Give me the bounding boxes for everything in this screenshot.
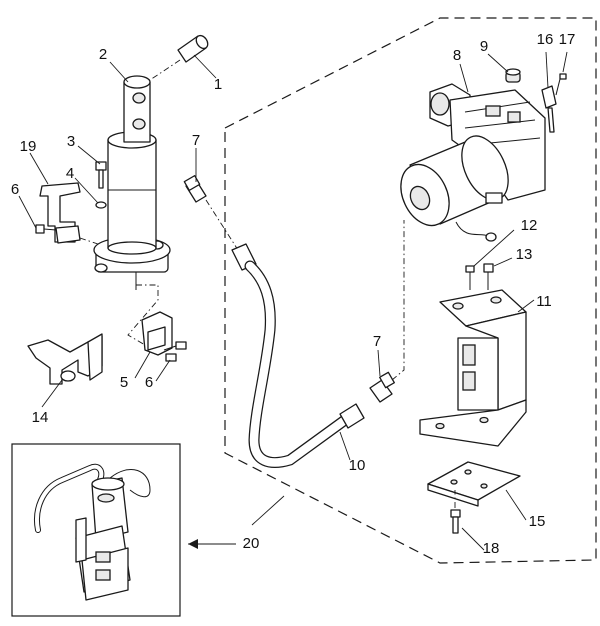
callout-11: 11 (536, 293, 552, 310)
screw-part-6-upper (35, 224, 57, 234)
callout-3: 3 (67, 133, 75, 150)
callout-13: 13 (516, 246, 533, 263)
callout-6a: 6 (11, 181, 19, 198)
mount-bracket-part-5 (141, 311, 187, 362)
assembled-unit-part-20 (34, 463, 151, 601)
leader-lines (18, 51, 568, 551)
callout-6b: 6 (145, 374, 153, 391)
fitting-part-7-lower (369, 371, 395, 403)
callout-19: 19 (20, 138, 37, 155)
callout-2: 2 (99, 46, 107, 63)
callout-7b: 7 (373, 333, 381, 350)
cylinder-part-2 (93, 75, 171, 290)
callout-5: 5 (120, 374, 128, 391)
callout-9: 9 (480, 38, 488, 55)
callout-4: 4 (66, 165, 74, 182)
callout-18: 18 (483, 540, 500, 557)
sensor-bracket-part-19 (39, 182, 81, 244)
callout-17: 17 (559, 31, 576, 48)
pin-part-1 (177, 34, 209, 63)
callout-15: 15 (529, 513, 546, 530)
screw-part-3 (95, 161, 107, 189)
callout-12: 12 (521, 217, 538, 234)
switch-bracket-part-14 (27, 333, 103, 385)
callout-16: 16 (537, 31, 554, 48)
base-plate-part-15 (427, 461, 521, 507)
assembly-boundary (224, 17, 597, 564)
switch-part-16 (541, 85, 557, 133)
callout-8: 8 (453, 47, 461, 64)
pump-motor-part-8 (400, 83, 546, 242)
washer-part-4 (95, 201, 107, 209)
cap-part-9 (505, 68, 521, 83)
callout-20: 20 (243, 535, 260, 552)
screw-part-17 (555, 73, 567, 96)
fitting-part-7-upper (183, 175, 207, 203)
callout-14: 14 (32, 409, 49, 426)
callout-7a: 7 (192, 132, 200, 149)
mounting-bracket-part-11 (419, 289, 527, 447)
callout-10: 10 (349, 457, 366, 474)
callout-labels: 1 2 3 4 5 6 6 7 7 8 9 10 11 12 13 14 15 … (11, 31, 576, 557)
hose-part-10 (205, 199, 365, 468)
callout-1: 1 (214, 76, 222, 93)
screw-part-18 (450, 509, 461, 534)
screw-part-12 (465, 265, 475, 290)
